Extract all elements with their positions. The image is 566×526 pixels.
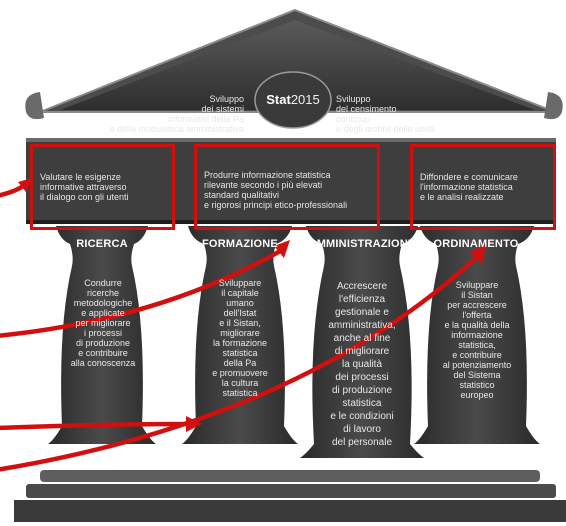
arrow-3 xyxy=(0,421,193,431)
objective-box-1 xyxy=(30,144,175,230)
pillar-title-ordinamento: ORDINAMENTO xyxy=(433,238,519,250)
arrow-2 xyxy=(0,247,285,338)
base-step-2 xyxy=(26,484,556,498)
right-scroll xyxy=(544,92,563,120)
arrow-4 xyxy=(0,253,481,472)
base-step-1 xyxy=(40,470,540,482)
base-step-3 xyxy=(14,500,566,522)
pillar-1 xyxy=(48,226,156,444)
red-arrowheads xyxy=(18,178,486,432)
logo-ellipse xyxy=(254,71,332,129)
pillar-title-amministrazione: AMMINISTRAZIONE xyxy=(308,238,416,250)
objective-box-3 xyxy=(410,144,556,230)
pillar-title-formazione: FORMAZIONE xyxy=(202,238,278,250)
entablature xyxy=(26,138,556,224)
pillar-title-ricerca: RICERCA xyxy=(76,238,128,250)
objective-box-2 xyxy=(194,144,380,230)
left-scroll xyxy=(25,92,44,120)
stat2015-logo: Stat2015 xyxy=(266,92,320,107)
pillar-4 xyxy=(414,226,540,444)
